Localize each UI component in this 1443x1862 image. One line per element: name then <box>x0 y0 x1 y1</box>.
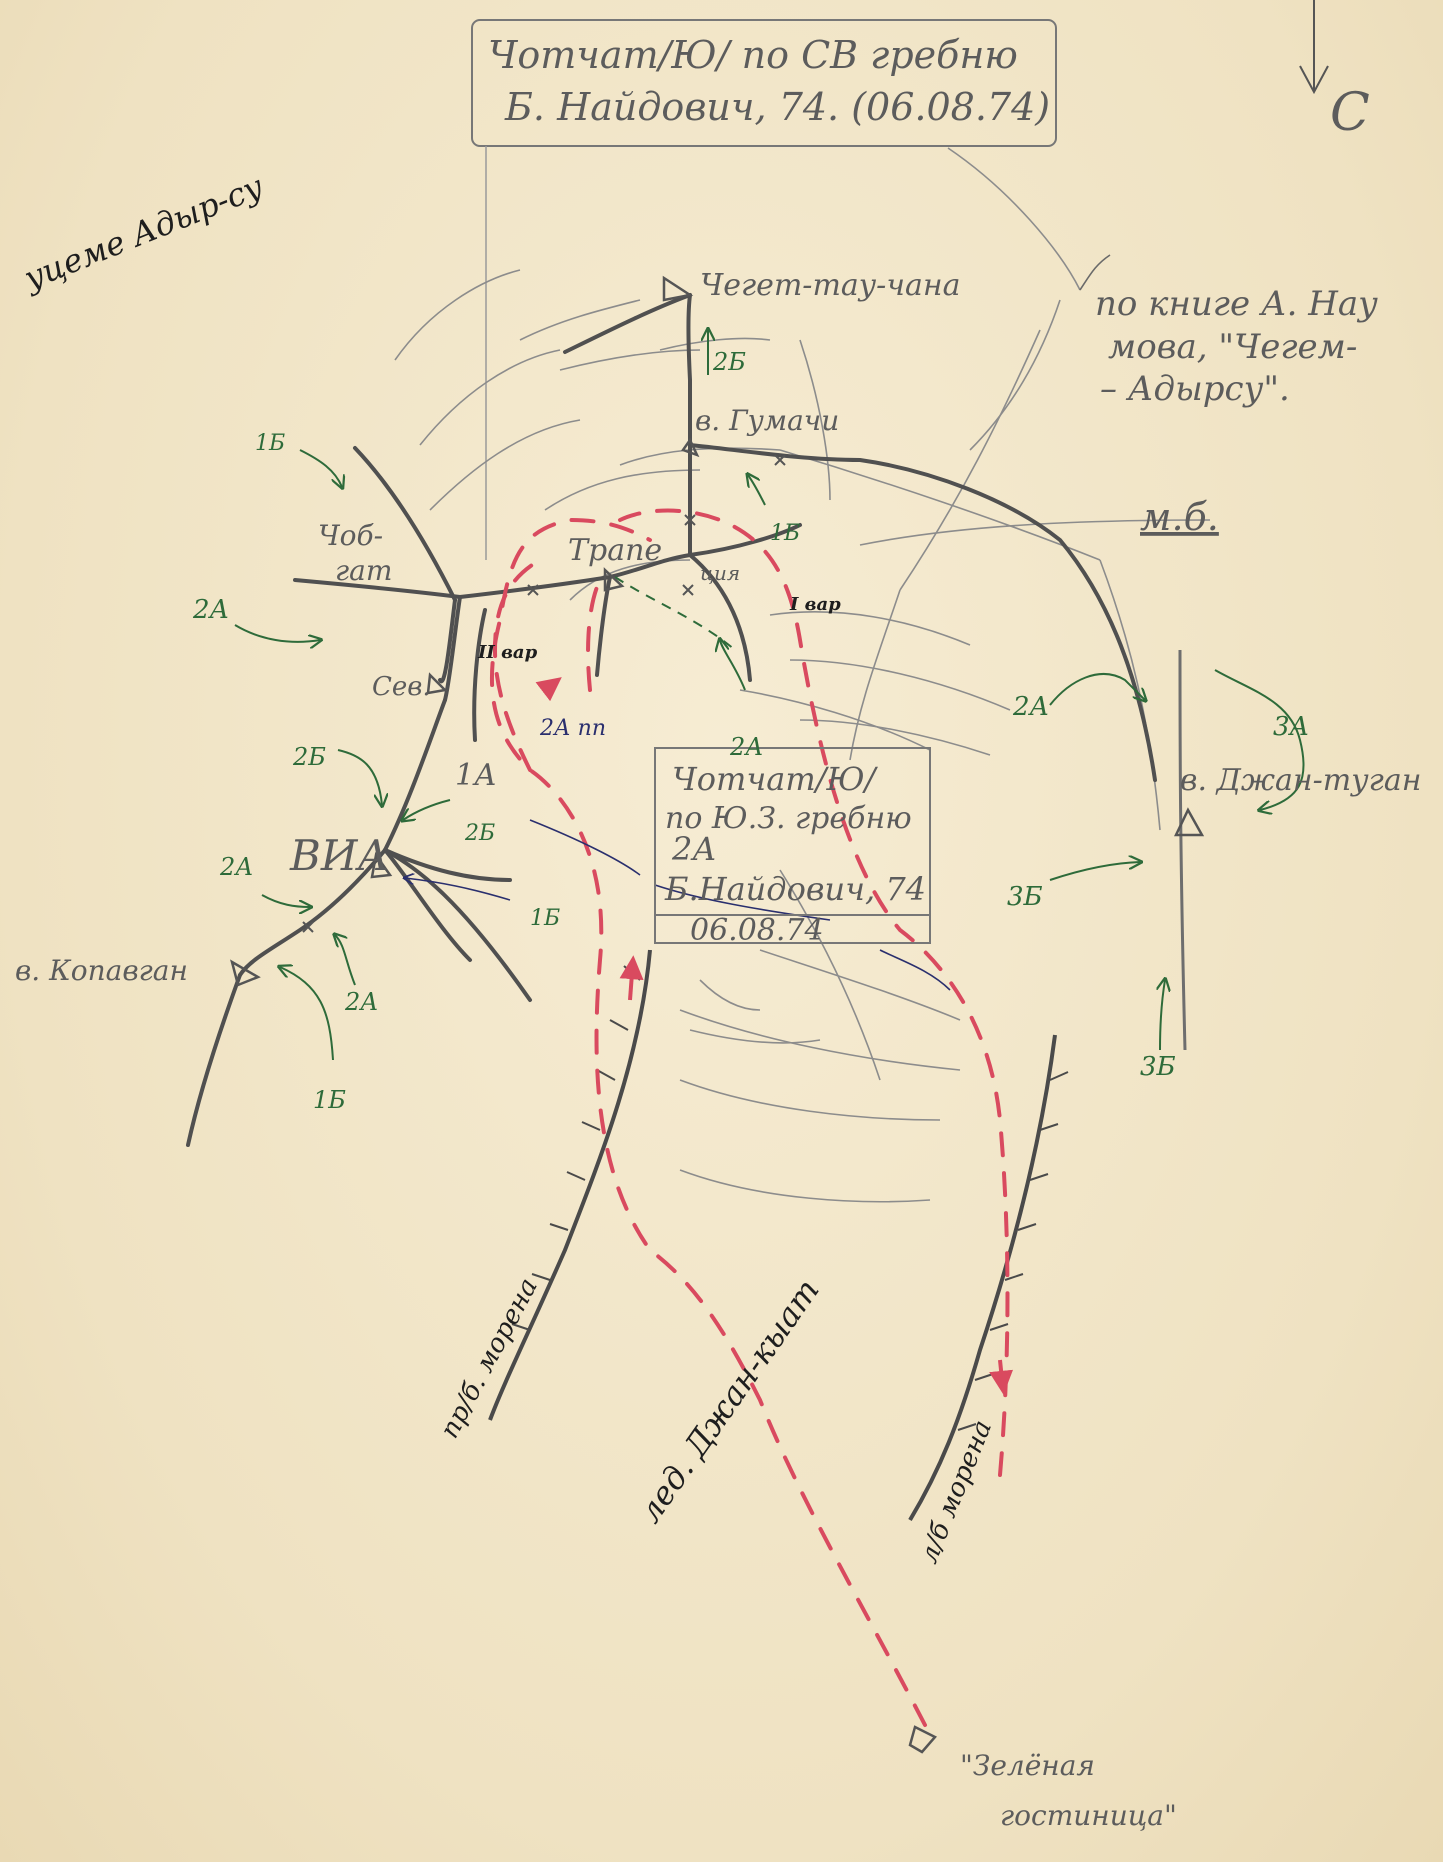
route-2b-sev: 2Б <box>292 743 326 771</box>
peak-dzhan-tugan-label: в. Джан-туган <box>1180 763 1421 798</box>
note-sw-ridge-line1: Чотчат/Ю/ <box>672 760 879 798</box>
route-3b-dzhan-2: 3Б <box>1140 1052 1176 1082</box>
route-2b-cheget: 2Б <box>712 348 746 376</box>
green-hotel-icon <box>908 1725 937 1754</box>
note-box-sw-ridge <box>654 747 931 944</box>
note-sw-ridge-line3: 2А <box>671 830 717 868</box>
glacier-label: лед. Джан-кыат <box>630 1272 826 1530</box>
route-1a: 1А <box>455 758 497 793</box>
region-label: уцеме Адыр-су <box>17 167 269 298</box>
north-label: С <box>1330 83 1370 143</box>
peak-gumachi-icon <box>681 437 700 458</box>
route-2a-west: 2А <box>192 595 229 625</box>
peak-trapeziya-label-2: ция <box>700 561 740 585</box>
peak-sev-icon <box>426 672 448 695</box>
peak-trapeziya-icon <box>603 567 625 592</box>
note-ne-ridge-line1: Чотчат/Ю/ по СВ гребню <box>488 33 1018 77</box>
peak-chobgat-label-2: гат <box>335 554 392 587</box>
peak-chobgat-label-1: Чоб- <box>318 519 383 552</box>
route-variant-2: II вар <box>477 642 538 663</box>
peak-kopavgan-icon <box>230 959 261 987</box>
peak-kopavgan-label: в. Копавган <box>15 954 188 987</box>
main-ridge-lines <box>186 293 1157 1147</box>
peak-via-label: ВИА <box>289 831 389 880</box>
pass-markers <box>302 454 786 933</box>
north-arrow-icon <box>1299 0 1329 95</box>
red-arrowheads <box>535 677 1014 1395</box>
route-1b-gumachi: 1Б <box>770 521 800 546</box>
route-2a-via: 2А <box>219 853 253 881</box>
green-hotel-label-2: гостиница" <box>1000 1799 1177 1832</box>
route-1b-kop: 1Б <box>313 1086 346 1114</box>
peak-via-icon <box>370 851 393 879</box>
route-2a-pp: 2А пп <box>539 716 606 741</box>
book-ref-line1: по книге А. Нау <box>1095 284 1378 324</box>
book-ref-line2: мова, "Чегем- <box>1108 327 1357 367</box>
route-2a-trap: 2А <box>729 733 763 761</box>
route-2a-east: 2А <box>1012 692 1049 722</box>
mb-note: м.б. <box>1140 495 1219 539</box>
green-route-arrows <box>234 330 1305 1061</box>
peak-cheget-icon <box>662 275 694 302</box>
note-box-ne-ridge <box>471 19 1057 560</box>
route-3a-dzhan: 3А <box>1273 712 1309 742</box>
note-sw-ridge-line2: по Ю.З. гребню <box>665 801 912 836</box>
route-2b-via: 2Б <box>464 821 495 846</box>
green-hotel-label-1: "Зелёная <box>960 1749 1095 1782</box>
route-2a-kop: 2А <box>344 988 378 1016</box>
leader-lines <box>1079 254 1111 291</box>
note-sw-ridge-line4: Б.Найдович, 74 <box>664 870 926 908</box>
map-labels: Чотчат/Ю/ по СВ гребню Б. Найдович, 74. … <box>15 33 1421 1832</box>
note-ne-ridge-line2: Б. Найдович, 74. (06.08.74) <box>504 85 1050 129</box>
red-ascent-routes <box>489 508 1010 1727</box>
peak-sev-label: Сев. <box>372 672 431 702</box>
peak-trapeziya-label-1: Трапе <box>568 533 662 568</box>
peak-triangles <box>230 275 1205 1754</box>
route-variant-1: I вар <box>789 594 841 615</box>
route-1b-via: 1Б <box>530 906 560 931</box>
note-sw-ridge-line5: 06.08.74 <box>690 913 824 948</box>
green-dashed-route <box>614 576 736 651</box>
route-1b-chobgat: 1Б <box>255 431 285 456</box>
peak-gumachi-label: в. Гумачи <box>695 404 839 437</box>
contour-lines <box>394 147 1211 1203</box>
blue-route-arrows <box>405 819 951 991</box>
peak-cheget-label: Чегет-тау-чана <box>700 268 961 303</box>
route-3b-dzhan: 3Б <box>1007 882 1043 912</box>
book-ref-line3: – Адырсу". <box>1100 369 1290 409</box>
peak-dzhan-tugan-icon <box>1174 807 1205 837</box>
